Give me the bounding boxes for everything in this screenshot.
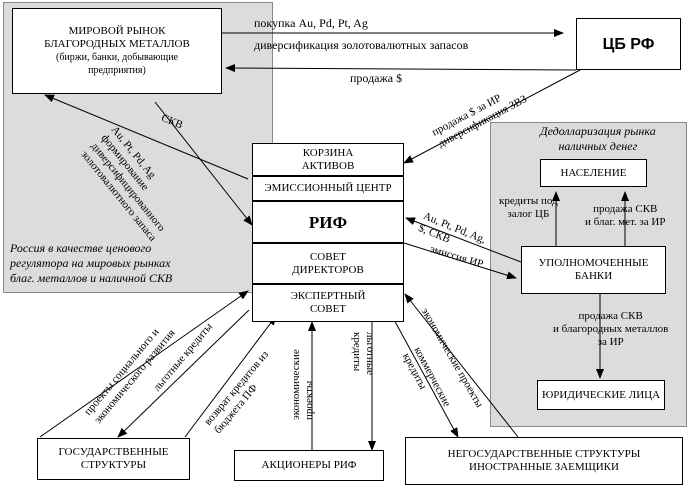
label-diversification: диверсификация золотовалютных запасов bbox=[254, 38, 469, 52]
world-market-box: МИРОВОЙ РЫНОК БЛАГОРОДНЫХ МЕТАЛЛОВ (бирж… bbox=[12, 8, 222, 94]
left-caption-line-1: Россия в качестве ценового bbox=[10, 241, 152, 255]
shareholders-title: АКЦИОНЕРЫ РИФ bbox=[261, 459, 357, 471]
world-market-title-2: БЛАГОРОДНЫХ МЕТАЛЛОВ bbox=[44, 38, 190, 50]
cb-title: ЦБ РФ bbox=[602, 35, 655, 53]
nongov-box: НЕГОСУДАРСТВЕННЫЕ СТРУКТУРЫ ИНОСТРАННЫЕ … bbox=[405, 437, 683, 485]
board-title-2: ДИРЕКТОРОВ bbox=[292, 263, 364, 276]
banks-title-2: БАНКИ bbox=[574, 270, 613, 282]
expert-title-2: СОВЕТ bbox=[309, 303, 347, 315]
label-sell-pop: продажа СКВ и благ. мет. за ИР bbox=[585, 203, 665, 229]
left-caption-line-3: благ. металлов и наличной СКВ bbox=[10, 271, 173, 285]
population-box: НАСЕЛЕНИЕ bbox=[540, 159, 647, 187]
gov-box: ГОСУДАРСТВЕННЫЕ СТРУКТУРЫ bbox=[37, 438, 190, 480]
label-credits-pop-1: кредиты под bbox=[499, 195, 558, 207]
right-caption: Дедолларизация рынка наличных денег bbox=[540, 124, 656, 154]
expert-title-1: ЭКСПЕРТНЫЙ bbox=[290, 290, 366, 302]
arrow-gov-to-expert-2 bbox=[184, 315, 277, 438]
population-title: НАСЕЛЕНИЕ bbox=[560, 166, 627, 179]
board-box: СОВЕТ ДИРЕКТОРОВ bbox=[252, 243, 404, 284]
left-caption-line-2: регулятора на мировых рынках bbox=[10, 256, 171, 270]
arrow-rif-to-nongov bbox=[391, 315, 459, 438]
nongov-title-2: ИНОСТРАННЫЕ ЗАЕМЩИКИ bbox=[469, 461, 619, 473]
rif-title: РИФ bbox=[308, 212, 348, 232]
banks-title-1: УПОЛНОМОЧЕННЫЕ bbox=[538, 257, 649, 269]
arrow-cb-to-rif bbox=[403, 69, 581, 164]
gov-title-1: ГОСУДАРСТВЕННЫЕ bbox=[58, 446, 169, 458]
label-credits-pop: кредиты под залог ЦБ bbox=[499, 195, 558, 221]
nongov-title-1: НЕГОСУДАРСТВЕННЫЕ СТРУКТУРЫ bbox=[447, 448, 641, 460]
label-sell-legal-1: продажа СКВ bbox=[578, 310, 643, 322]
label-buy: покупка Au, Pd, Pt, Ag bbox=[254, 16, 368, 30]
label-sh-credits: льготные кредиты bbox=[350, 332, 376, 375]
label-sell-legal: продажа СКВ и благородных металлов за ИР bbox=[553, 310, 668, 349]
world-market-title-1: МИРОВОЙ РЫНОК bbox=[68, 25, 166, 37]
label-credits-pop-2: залог ЦБ bbox=[507, 208, 550, 220]
arrow-market-to-rif bbox=[154, 101, 253, 226]
label-sell-pop-2: и благ. мет. за ИР bbox=[585, 216, 666, 228]
label-sell-legal-3: за ИР bbox=[597, 336, 624, 348]
arrow-gov-to-expert-1 bbox=[39, 290, 249, 438]
label-sh-projects-2: проекты bbox=[303, 380, 315, 420]
basket-title-1: КОРЗИНА bbox=[302, 146, 354, 159]
gov-title-2: СТРУКТУРЫ bbox=[80, 459, 147, 471]
emission-title: ЭМИССИОННЫЙ ЦЕНТР bbox=[264, 182, 392, 194]
cb-box: ЦБ РФ bbox=[576, 18, 681, 70]
arrow-banks-to-rif bbox=[405, 217, 522, 263]
label-sh-credits-2: кредиты bbox=[351, 332, 363, 372]
label-sell-legal-2: и благородных металлов bbox=[553, 323, 669, 335]
basket-title-2: АКТИВОВ bbox=[301, 159, 355, 172]
arrow-rif-to-market bbox=[44, 94, 249, 180]
banks-box: УПОЛНОМОЧЕННЫЕ БАНКИ bbox=[521, 246, 666, 294]
basket-box: КОРЗИНА АКТИВОВ bbox=[252, 143, 404, 176]
world-market-sub-2: предприятия) bbox=[88, 65, 146, 76]
expert-box: ЭКСПЕРТНЫЙ СОВЕТ bbox=[252, 284, 404, 322]
board-title-1: СОВЕТ bbox=[309, 250, 347, 263]
label-sh-projects-1: экономические bbox=[290, 349, 302, 420]
arrow-cb-to-market bbox=[225, 64, 577, 73]
emission-box: ЭМИССИОННЫЙ ЦЕНТР bbox=[252, 176, 404, 201]
legal-title: ЮРИДИЧЕСКИЕ ЛИЦА bbox=[541, 388, 661, 401]
right-caption-line-1: Дедолларизация рынка bbox=[540, 124, 656, 138]
arrow-nongov-to-rif bbox=[404, 293, 519, 438]
label-sell-usd: продажа $ bbox=[350, 71, 403, 85]
arrow-rif-to-banks bbox=[403, 242, 517, 280]
label-sh-credits-1: льготные bbox=[364, 332, 376, 376]
world-market-sub-1: (биржи, банки, добывающие bbox=[55, 52, 178, 63]
arrow-expert-to-gov bbox=[117, 309, 250, 438]
left-caption: Россия в качестве ценового регулятора на… bbox=[10, 241, 172, 286]
rif-box: РИФ bbox=[252, 201, 404, 243]
label-sh-projects: экономические проекты bbox=[290, 349, 316, 420]
right-caption-line-2: наличных денег bbox=[558, 139, 638, 153]
legal-box: ЮРИДИЧЕСКИЕ ЛИЦА bbox=[537, 380, 665, 410]
label-sell-pop-1: продажа СКВ bbox=[593, 203, 658, 215]
shareholders-box: АКЦИОНЕРЫ РИФ bbox=[234, 450, 384, 481]
